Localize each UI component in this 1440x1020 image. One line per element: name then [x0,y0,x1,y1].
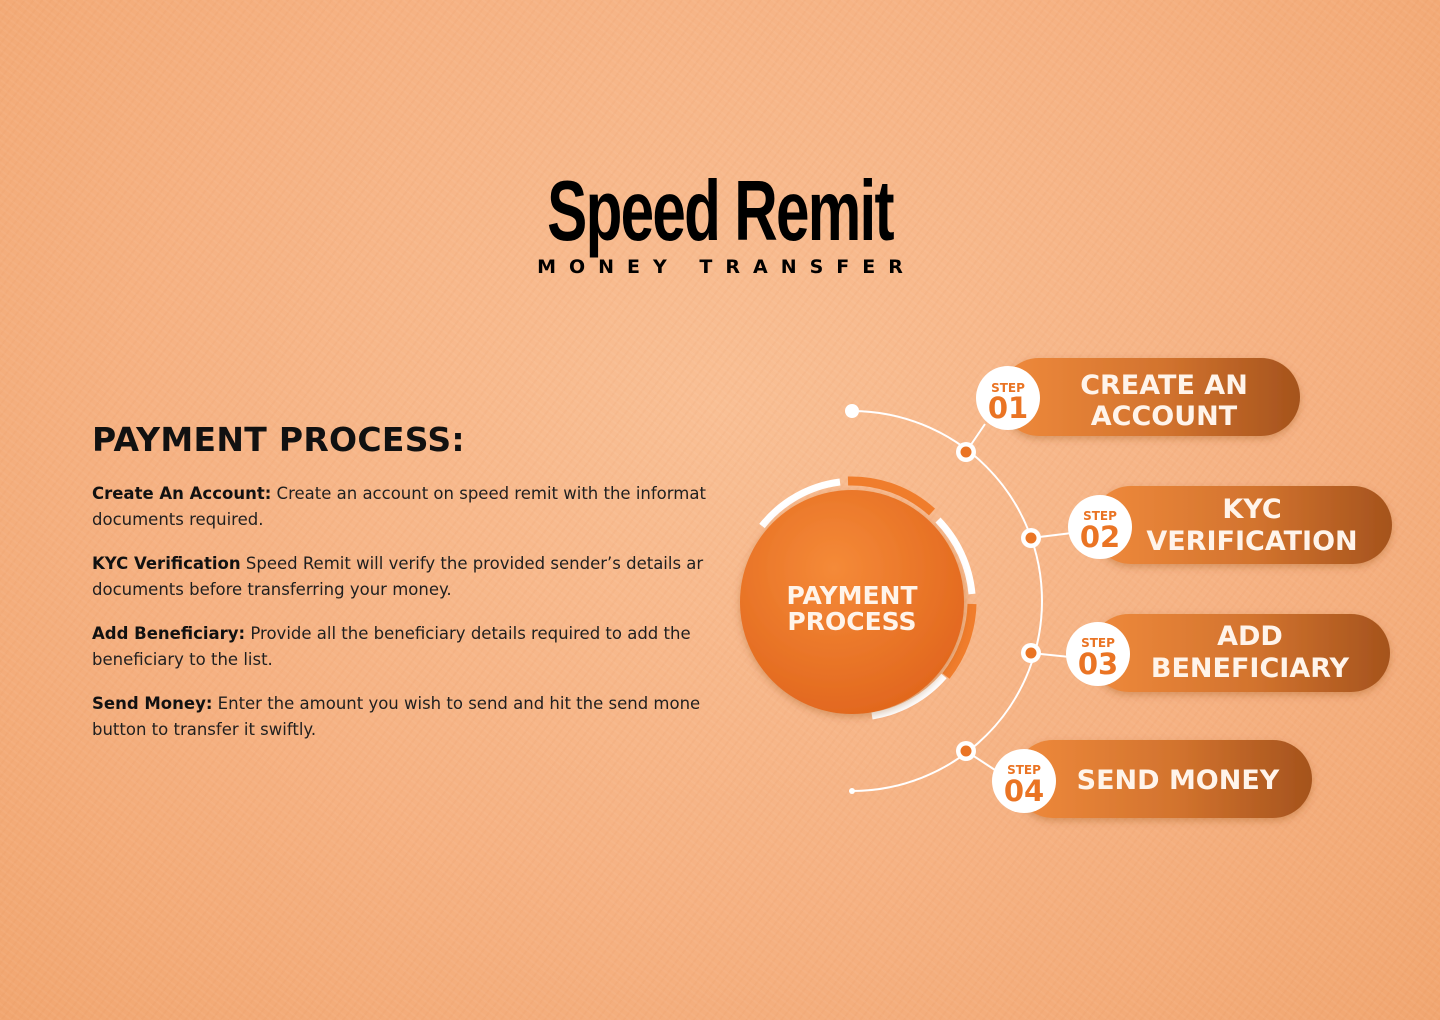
step-label: KYC [1222,494,1281,525]
paragraph-text: documents before transferring your money… [92,580,452,599]
arc-node [1021,528,1041,548]
paragraph-text: button to transfer it swiftly. [92,720,317,739]
step-label: VERIFICATION [1146,526,1357,557]
center-ring-segment [942,603,977,679]
step-label: SEND MONEY [1077,765,1280,796]
step-label: CREATE AN [1080,370,1248,401]
paragraph-text: beneficiary to the list. [92,650,273,669]
connector-arc [851,410,1043,792]
payment-process-text: PAYMENT PROCESS: Create An Account: Crea… [92,420,720,761]
center-ring-segment [871,673,947,720]
paragraph-kyc-verification: KYC Verification Speed Remit will verify… [92,551,720,603]
center-ring-segment [759,478,841,529]
paragraph-bold: Create An Account: [92,484,272,503]
step-label: ACCOUNT [1091,401,1238,432]
arc-start-dot [845,404,859,418]
step-badge [976,366,1040,430]
section-heading: PAYMENT PROCESS: [92,420,465,459]
arc-node [956,741,976,761]
paragraph-text: Provide all the beneficiary details requ… [245,624,691,643]
step-04: STEP 04 SEND MONEY [992,740,1312,818]
arc-end-dot [849,788,855,794]
step-pill [1090,614,1390,692]
center-ring-segment [847,476,936,516]
step-word: STEP [1081,636,1115,650]
step-03: STEP 03 ADD BENEFICIARY [1066,614,1390,692]
step-02: STEP 02 KYC VERIFICATION [1068,486,1392,564]
paragraph-send-money: Send Money: Enter the amount you wish to… [92,691,720,743]
step-number: 01 [988,391,1028,425]
center-ring-segment [935,517,976,595]
step-word: STEP [1083,509,1117,523]
step-label: ADD [1217,621,1283,652]
paragraph-bold: Send Money: [92,694,213,713]
center-circle [740,490,964,714]
step-01: STEP 01 CREATE AN ACCOUNT [976,358,1300,436]
step-badge [1068,495,1132,559]
paragraph-create-account: Create An Account: Create an account on … [92,481,720,533]
paragraph-add-beneficiary: Add Beneficiary: Provide all the benefic… [92,621,720,673]
logo-title: Speed Remit [547,163,894,259]
logo: Speed Remit [0,168,1440,253]
step-badge [992,749,1056,813]
center-label: PROCESS [787,607,916,636]
paragraph-bold: KYC Verification [92,554,241,573]
step-number: 03 [1078,647,1118,681]
step-number: 04 [1004,774,1044,808]
step-word: STEP [991,381,1025,395]
paragraph-text: Create an account on speed remit with th… [271,484,706,503]
step-label: BENEFICIARY [1151,653,1350,684]
paragraph-text: documents required. [92,510,264,529]
step-word: STEP [1007,763,1041,777]
logo-subtitle: MONEY TRANSFER [537,256,916,278]
paragraph-text: Enter the amount you wish to send and hi… [212,694,701,713]
step-pill [1014,740,1312,818]
step-badge [1066,622,1130,686]
step-pill [1000,358,1300,436]
center-label: PAYMENT [786,581,917,610]
step-number: 02 [1080,520,1120,554]
arc-node [1021,643,1041,663]
paragraph-bold: Add Beneficiary: [92,624,246,643]
paragraph-text: Speed Remit will verify the provided sen… [240,554,704,573]
arc-node [956,442,976,462]
step-pill [1092,486,1392,564]
